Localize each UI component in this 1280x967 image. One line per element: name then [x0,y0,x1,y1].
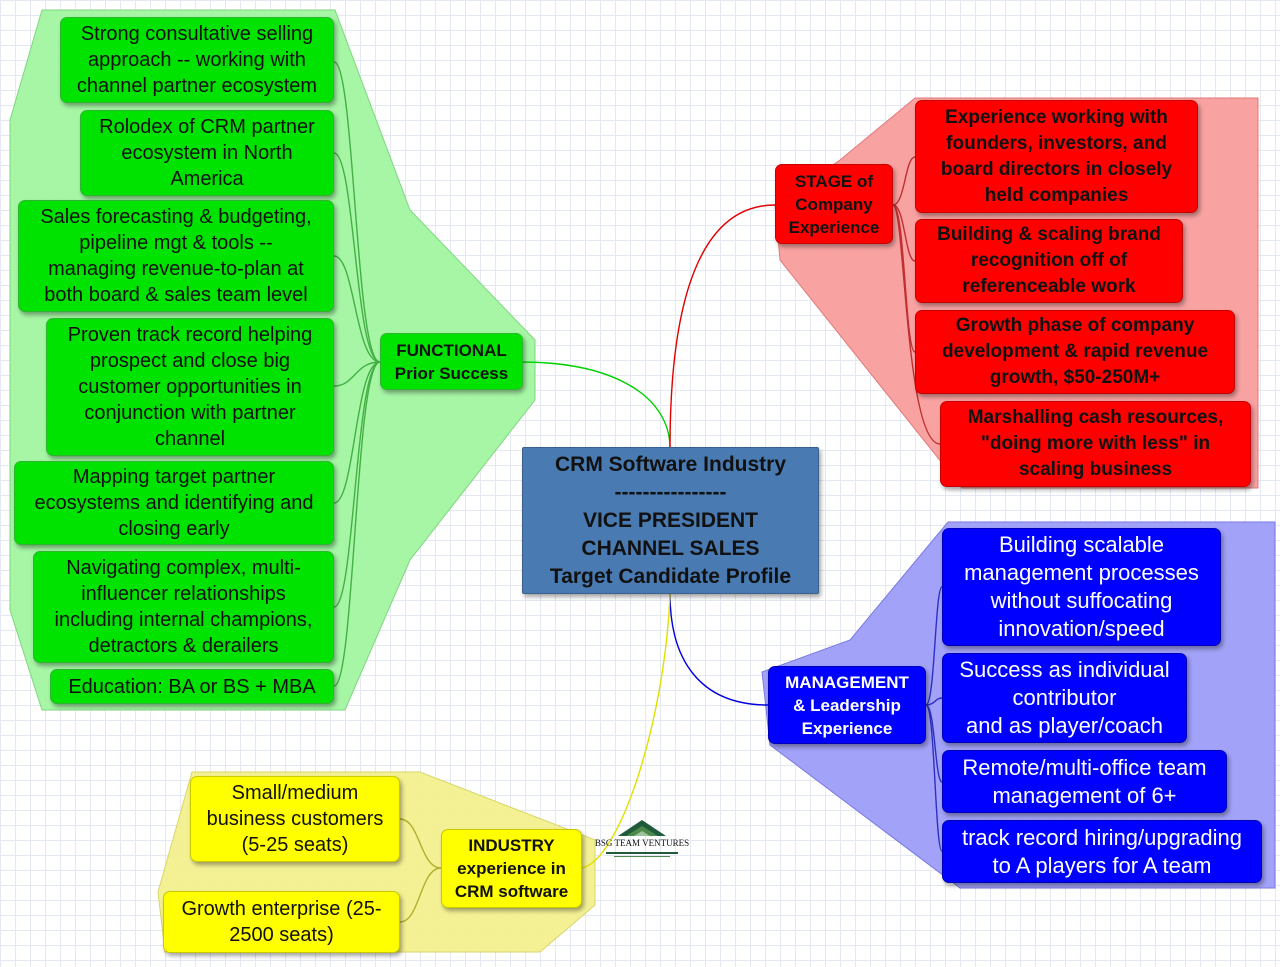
connector-management-item [925,697,943,706]
functional-item[interactable]: Proven track record helping prospect and… [46,318,334,456]
connector-industry-item [399,867,442,923]
management-branch-node[interactable]: MANAGEMENT & Leadership Experience [768,666,926,744]
stage-item[interactable]: Growth phase of company development & ra… [915,310,1235,394]
industry-item[interactable]: Small/medium business customers (5-25 se… [190,776,400,862]
stage-item[interactable]: Marshalling cash resources, "doing more … [940,401,1251,487]
connector-central-functional [519,361,671,449]
connector-stage-item [892,204,916,262]
stage-item[interactable]: Experience working with founders, invest… [915,100,1198,213]
central-topic-title: CRM Software Industry [554,452,787,476]
connector-management-item [925,704,943,783]
connector-stage-item [892,204,941,445]
connector-central-management [669,593,769,706]
functional-item[interactable]: Strong consultative selling approach -- … [60,17,334,103]
central-topic[interactable]: CRM Software Industry ---------------- V… [522,447,819,594]
logo-text: BSG TEAM VENTURES [594,838,690,848]
connector-central-stage [669,204,776,449]
connector-functional-item [333,361,381,504]
central-topic-role: VICE PRESIDENT CHANNEL SALES Target Cand… [549,508,792,588]
functional-item[interactable]: Navigating complex, multi- influencer re… [33,551,334,663]
industry-branch-node[interactable]: INDUSTRY experience in CRM software [441,829,582,908]
management-item[interactable]: Building scalable management processes w… [942,528,1221,646]
connector-functional-item [333,361,381,608]
connector-management-item [925,704,943,852]
functional-item[interactable]: Mapping target partner ecosystems and id… [14,461,334,545]
connectors [333,61,943,923]
connector-central-industry [581,593,671,869]
connector-functional-item [333,61,381,363]
bsg-team-ventures-logo: BSG TEAM VENTURES [588,818,696,864]
connector-functional-item [333,361,381,387]
management-item[interactable]: track record hiring/upgrading to A playe… [942,820,1262,883]
stage-item[interactable]: Building & scaling brand recognition off… [915,219,1183,303]
connector-functional-item [333,255,381,363]
connector-management-item [925,586,943,706]
functional-branch-node[interactable]: FUNCTIONAL Prior Success [380,333,523,390]
management-item[interactable]: Remote/multi-office team management of 6… [942,750,1227,813]
connector-industry-item [399,818,442,869]
connector-functional-item [333,361,381,687]
central-topic-separator: ---------------- [614,480,727,504]
functional-item[interactable]: Rolodex of CRM partner ecosystem in Nort… [80,110,334,196]
stage-branch-node[interactable]: STAGE of Company Experience [775,164,893,244]
functional-item[interactable]: Sales forecasting & budgeting, pipeline … [18,200,334,312]
logo-mark-icon [606,820,678,857]
functional-item[interactable]: Education: BA or BS + MBA [50,669,334,704]
connector-stage-item [892,156,916,206]
management-item[interactable]: Success as individual contributor and as… [942,653,1187,743]
industry-item[interactable]: Growth enterprise (25- 2500 seats) [163,891,400,953]
connector-functional-item [333,152,381,363]
